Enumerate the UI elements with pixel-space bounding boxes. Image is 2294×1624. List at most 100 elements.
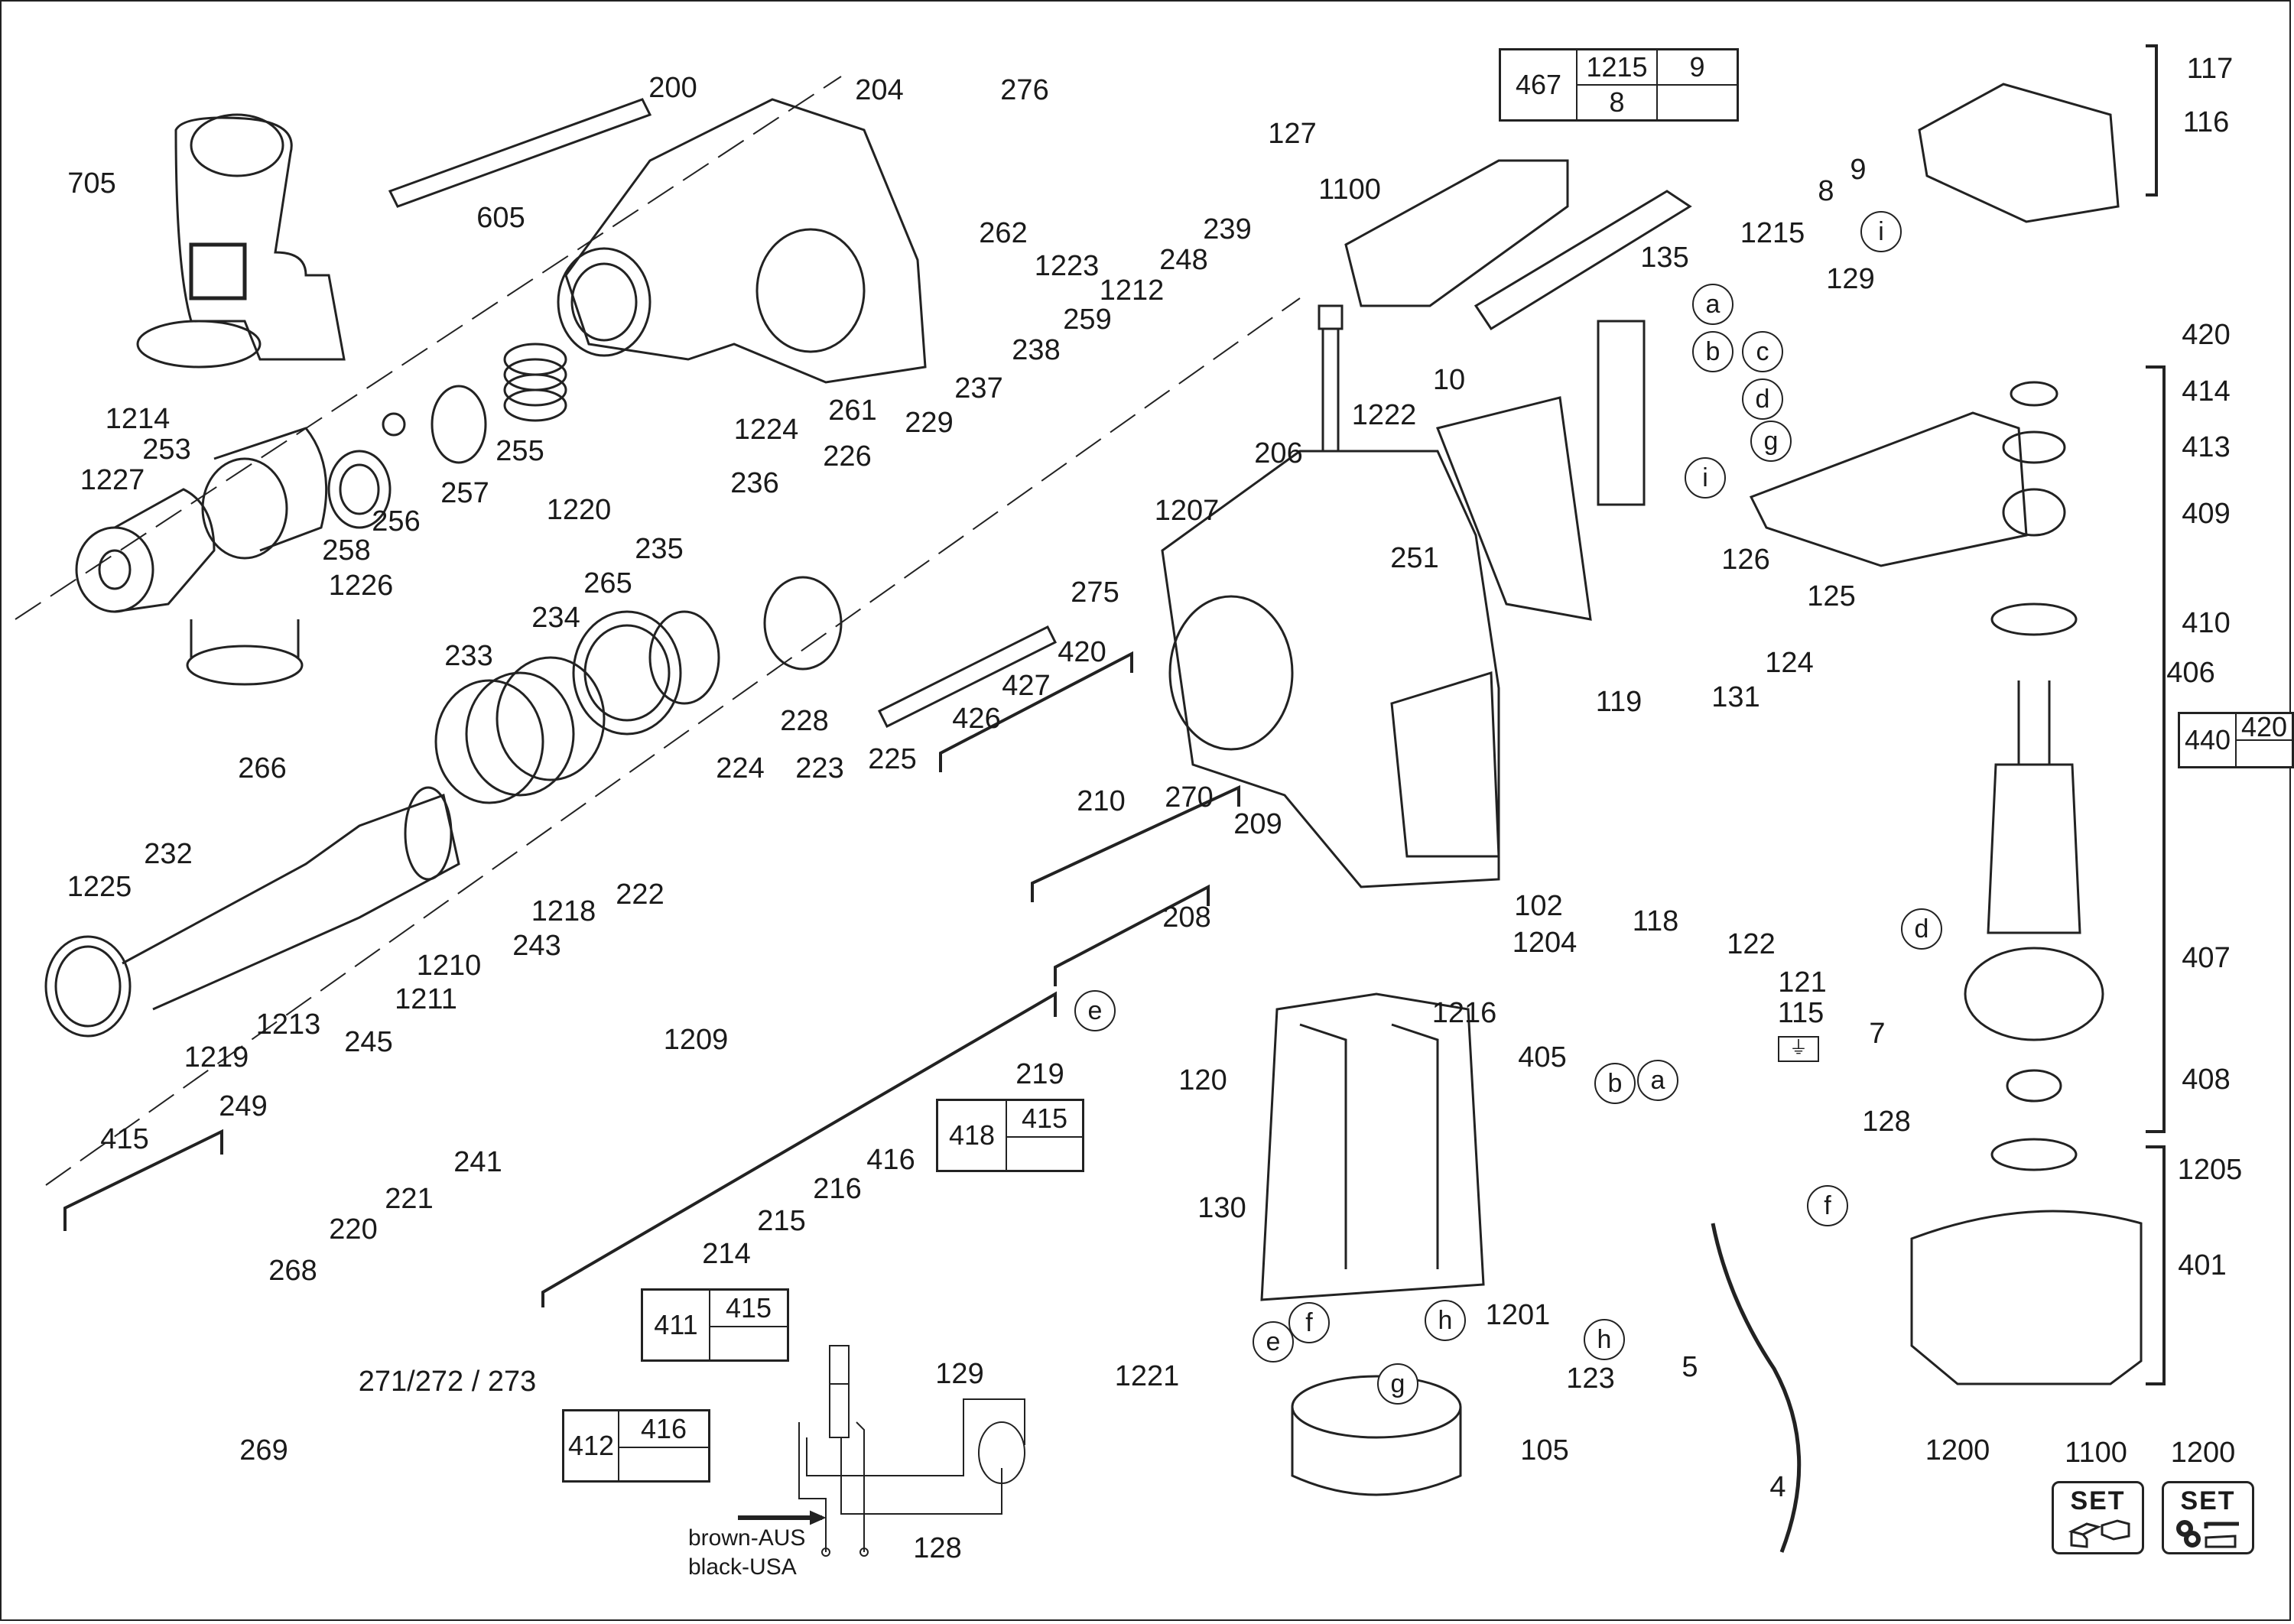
part-label[interactable]: 426	[952, 703, 1001, 735]
kit-main[interactable]: 440	[2179, 713, 2236, 767]
part-label[interactable]: 206	[1254, 437, 1303, 469]
part-label[interactable]: 268	[268, 1255, 317, 1287]
part-label[interactable]: 243	[512, 930, 561, 962]
part-label[interactable]: 117	[2186, 53, 2234, 85]
part-label[interactable]: 214	[702, 1238, 751, 1270]
part-label[interactable]: 405	[1518, 1041, 1567, 1073]
part-label[interactable]: 128	[1862, 1106, 1911, 1138]
part-label[interactable]: 126	[1721, 544, 1770, 576]
part-label[interactable]: 10	[1432, 364, 1466, 396]
set-badge-housing[interactable]: SET	[2052, 1481, 2144, 1554]
part-label[interactable]: 401	[2178, 1249, 2227, 1281]
part-label[interactable]: 1227	[80, 464, 145, 496]
part-label[interactable]: 276	[1000, 74, 1049, 106]
part-label[interactable]: 258	[322, 534, 371, 567]
part-label[interactable]: 1212	[1099, 274, 1165, 307]
kit-item[interactable]: 415	[710, 1290, 788, 1327]
part-label[interactable]: 239	[1203, 213, 1252, 245]
part-label[interactable]: 238	[1012, 334, 1061, 366]
part-label[interactable]: 269	[239, 1434, 288, 1466]
part-label[interactable]: 124	[1765, 647, 1814, 679]
part-label[interactable]: 245	[344, 1026, 393, 1058]
part-label[interactable]: 125	[1807, 580, 1856, 612]
part-label[interactable]: 135	[1640, 242, 1689, 274]
part-label[interactable]: 9	[1850, 154, 1867, 186]
part-label[interactable]: 119	[1595, 686, 1643, 718]
part-label[interactable]: 200	[648, 72, 697, 104]
part-label[interactable]: 234	[531, 602, 580, 634]
part-label[interactable]: 127	[1268, 118, 1317, 150]
part-label[interactable]: 275	[1071, 577, 1119, 609]
part-label[interactable]: 271/272 / 273	[358, 1366, 537, 1398]
part-label[interactable]: 4	[1769, 1471, 1786, 1503]
part-label[interactable]: 262	[979, 217, 1028, 249]
part-label[interactable]: 219	[1015, 1058, 1064, 1090]
part-label[interactable]: 1215	[1740, 217, 1805, 249]
part-label[interactable]: 228	[780, 705, 829, 737]
part-label[interactable]: 1201	[1485, 1299, 1551, 1331]
part-label[interactable]: 420	[1058, 636, 1106, 668]
kit-item[interactable]: 8	[1577, 85, 1657, 120]
part-label[interactable]: 221	[385, 1183, 434, 1215]
part-label[interactable]: 407	[2182, 942, 2231, 974]
part-label[interactable]: 5	[1682, 1351, 1698, 1383]
kit-main[interactable]: 418	[937, 1100, 1006, 1171]
part-label[interactable]: 224	[716, 752, 765, 784]
part-label[interactable]: 251	[1390, 542, 1439, 574]
part-label[interactable]: 1204	[1512, 927, 1578, 959]
part-label[interactable]: 408	[2182, 1064, 2231, 1096]
part-label[interactable]: 256	[372, 505, 421, 538]
part-label[interactable]: 226	[823, 440, 872, 473]
part-label[interactable]: 261	[828, 395, 877, 427]
part-label[interactable]: 102	[1514, 890, 1563, 922]
part-label[interactable]: 1213	[255, 1009, 321, 1041]
kit-item[interactable]: 416	[619, 1411, 709, 1447]
part-label[interactable]: 270	[1165, 781, 1214, 814]
part-label[interactable]: 233	[444, 640, 493, 672]
part-label[interactable]: 222	[616, 879, 664, 911]
part-label[interactable]: 257	[440, 477, 489, 509]
part-label[interactable]: 1205	[2177, 1154, 2243, 1186]
part-label[interactable]: 259	[1063, 304, 1112, 336]
part-label[interactable]: 420	[2182, 319, 2231, 351]
part-label[interactable]: 1222	[1351, 399, 1417, 431]
part-label[interactable]: 208	[1162, 901, 1211, 934]
part-label[interactable]: 248	[1159, 244, 1208, 276]
part-label[interactable]: 115	[1777, 997, 1824, 1029]
part-label[interactable]: 1210	[416, 950, 482, 982]
part-label[interactable]: 427	[1002, 670, 1051, 702]
part-label[interactable]: 415	[100, 1123, 149, 1155]
part-label[interactable]: 413	[2182, 431, 2231, 463]
part-label[interactable]: 1200	[1925, 1434, 1990, 1466]
part-label[interactable]: 249	[219, 1090, 268, 1122]
part-label[interactable]: 1216	[1431, 997, 1497, 1029]
part-label[interactable]: 121	[1778, 966, 1827, 999]
part-label[interactable]: 8	[1818, 175, 1834, 207]
part-label[interactable]: 1226	[328, 570, 394, 602]
part-label[interactable]: 241	[453, 1146, 502, 1178]
part-label[interactable]: 225	[868, 743, 917, 775]
set-badge-screws[interactable]: SET	[2162, 1481, 2254, 1554]
part-label[interactable]: 1211	[395, 983, 457, 1015]
part-label[interactable]: 235	[635, 533, 684, 565]
part-label[interactable]: 265	[583, 567, 632, 599]
part-label[interactable]: 216	[813, 1173, 862, 1205]
part-label[interactable]: 414	[2182, 375, 2231, 408]
part-label[interactable]: 1100	[1318, 174, 1381, 206]
kit-item[interactable]: 415	[1006, 1100, 1083, 1137]
kit-item[interactable]: 1215	[1577, 50, 1657, 85]
part-label[interactable]: 1207	[1154, 495, 1220, 527]
part-label[interactable]: 253	[142, 434, 191, 466]
part-label[interactable]: 120	[1178, 1064, 1227, 1096]
part-label[interactable]: 220	[329, 1213, 378, 1246]
part-label[interactable]: 105	[1520, 1434, 1569, 1466]
part-label[interactable]: 122	[1727, 928, 1776, 960]
part-label[interactable]: 7	[1869, 1018, 1886, 1050]
part-label[interactable]: 118	[1632, 905, 1679, 937]
part-label[interactable]: 255	[496, 435, 544, 467]
part-label[interactable]: 130	[1197, 1192, 1246, 1224]
part-label[interactable]: 237	[954, 372, 1003, 404]
kit-item[interactable]: 9	[1657, 50, 1737, 85]
part-label[interactable]: 416	[866, 1144, 915, 1176]
part-label[interactable]: 605	[476, 202, 525, 234]
